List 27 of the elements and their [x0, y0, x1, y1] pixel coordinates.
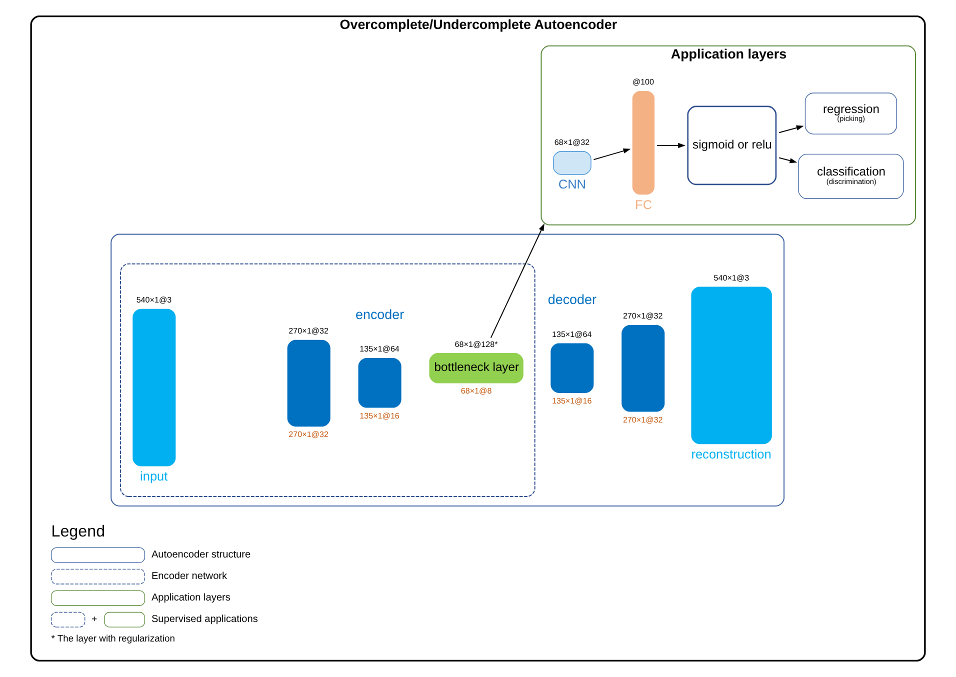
legend-label: Supervised applications: [151, 614, 258, 625]
node-bar: [550, 343, 594, 393]
node-label: CNN: [558, 176, 586, 192]
arrow: [657, 142, 686, 148]
cluster: [120, 263, 536, 498]
arrow: [778, 125, 804, 134]
node-label: FC: [635, 196, 652, 212]
cluster: [110, 234, 785, 506]
legend-label: Autoencoder structure: [151, 549, 251, 560]
node-label: reconstruction: [691, 446, 772, 462]
legend-label: Application layers: [151, 592, 230, 604]
label: +: [92, 613, 98, 624]
label: decoder: [548, 292, 596, 308]
arrow: [594, 148, 631, 160]
node-bar: [287, 340, 330, 427]
label: encoder: [356, 306, 404, 322]
label: Legend: [51, 522, 106, 540]
legend-label: Encoder network: [151, 570, 228, 582]
label: * The layer with regularization: [51, 632, 175, 644]
node-bar: [132, 308, 176, 466]
node-label: input: [140, 468, 168, 484]
arrow: [778, 157, 798, 164]
node-bar: [622, 325, 665, 412]
node-bar: [632, 91, 655, 195]
node-bar: [358, 358, 402, 408]
node-bar: [691, 286, 772, 444]
arrow: [490, 223, 544, 338]
